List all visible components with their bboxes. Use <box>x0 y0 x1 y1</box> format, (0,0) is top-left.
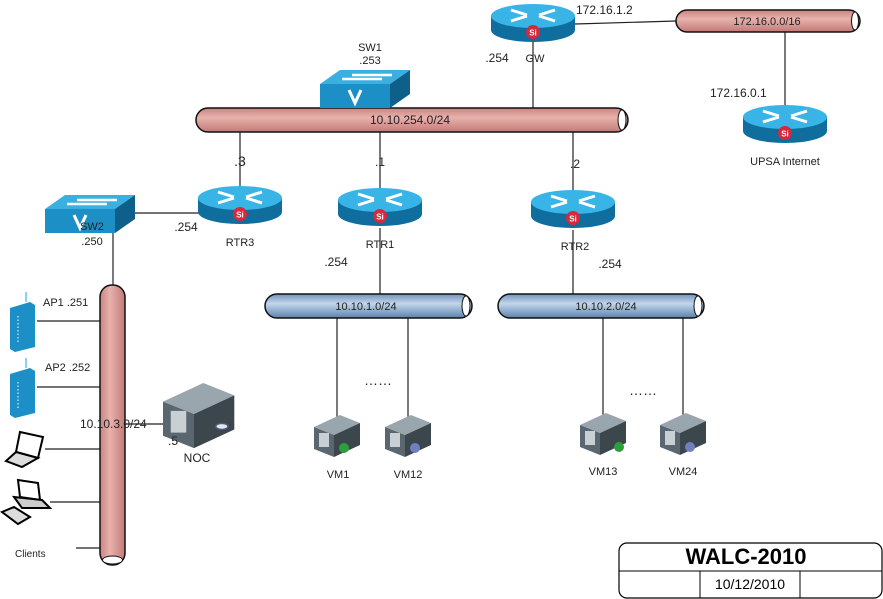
vm24-server-icon <box>660 413 706 455</box>
ap1-icon <box>9 291 36 353</box>
lan1-label: 10.10.1.0/24 <box>335 301 396 313</box>
sw2-addr: .250 <box>81 236 102 248</box>
vm12-gear-icon <box>410 443 420 453</box>
rtr3-down-addr: .254 <box>174 220 198 234</box>
lan2-pipe: 10.10.2.0/24 <box>497 293 705 319</box>
upsa-addr: 172.16.0.1 <box>710 86 767 100</box>
title-block-date: 10/12/2010 <box>715 576 785 592</box>
upsa-router-icon <box>741 103 829 145</box>
vm1-globe-icon <box>339 443 349 453</box>
sw2-name: SW2 <box>80 221 104 233</box>
laptop-icon <box>4 430 45 469</box>
rtr1-router-icon <box>336 186 424 228</box>
sw1-addr: .253 <box>359 55 380 67</box>
rtr2-down-addr: .254 <box>598 257 622 271</box>
rtr3-name: RTR3 <box>226 237 255 249</box>
gw-name: GW <box>526 53 546 65</box>
vm1-name: VM1 <box>327 469 350 481</box>
ap2-label: AP2 .252 <box>45 362 90 374</box>
ap1-label: AP1 .251 <box>43 297 88 309</box>
vm1-server-icon <box>314 415 360 457</box>
links <box>37 20 786 549</box>
lan2-ellipsis: …… <box>629 382 657 398</box>
gw-addr: .254 <box>485 51 509 65</box>
sw1-name: SW1 <box>358 42 382 54</box>
lan1-ellipsis: …… <box>364 372 392 388</box>
lan3-pipe: 10.10.3.0/24 <box>80 284 147 566</box>
upstream-pipe: 172.16.0.0/16 <box>675 9 861 33</box>
noc-addr: .5 <box>168 434 178 448</box>
upsa-name: UPSA Internet <box>750 156 820 168</box>
upstream-label: 172.16.0.0/16 <box>733 16 800 28</box>
rtr2-up-addr: .2 <box>570 157 580 171</box>
noc-name: NOC <box>184 451 211 465</box>
backbone-pipe: 10.10.254.0/24 <box>195 107 629 133</box>
gw-wan-link <box>574 20 677 25</box>
sw1-switch-icon <box>318 68 412 110</box>
title-block: WALC-2010 10/12/2010 <box>618 542 883 599</box>
rtr2-name: RTR2 <box>561 241 590 253</box>
gw-wan-addr: 172.16.1.2 <box>576 3 633 17</box>
rtr1-down-addr: .254 <box>324 255 348 269</box>
lan3-label: 10.10.3.0/24 <box>80 417 147 431</box>
rtr3-router-icon <box>196 184 284 226</box>
vm13-globe-icon <box>614 442 624 452</box>
rtr3-up-addr: .3 <box>234 153 246 169</box>
desktop-icon <box>0 478 53 526</box>
backbone-label: 10.10.254.0/24 <box>370 113 450 127</box>
clients-label: Clients <box>15 549 46 560</box>
rtr1-name: RTR1 <box>366 239 395 251</box>
lan1-pipe: 10.10.1.0/24 <box>264 293 473 319</box>
gw-router-icon <box>489 2 577 44</box>
vm12-name: VM12 <box>394 469 423 481</box>
ap2-icon <box>9 357 36 419</box>
vm12-server-icon <box>385 415 431 457</box>
rtr1-up-addr: .1 <box>375 155 385 169</box>
title-block-title: WALC-2010 <box>685 544 806 569</box>
rtr2-router-icon <box>529 188 617 230</box>
noc-server-icon <box>163 383 235 449</box>
vm24-gear-icon <box>685 442 695 452</box>
vm24-name: VM24 <box>669 466 698 478</box>
lan2-label: 10.10.2.0/24 <box>575 301 636 313</box>
vm13-name: VM13 <box>589 466 618 478</box>
